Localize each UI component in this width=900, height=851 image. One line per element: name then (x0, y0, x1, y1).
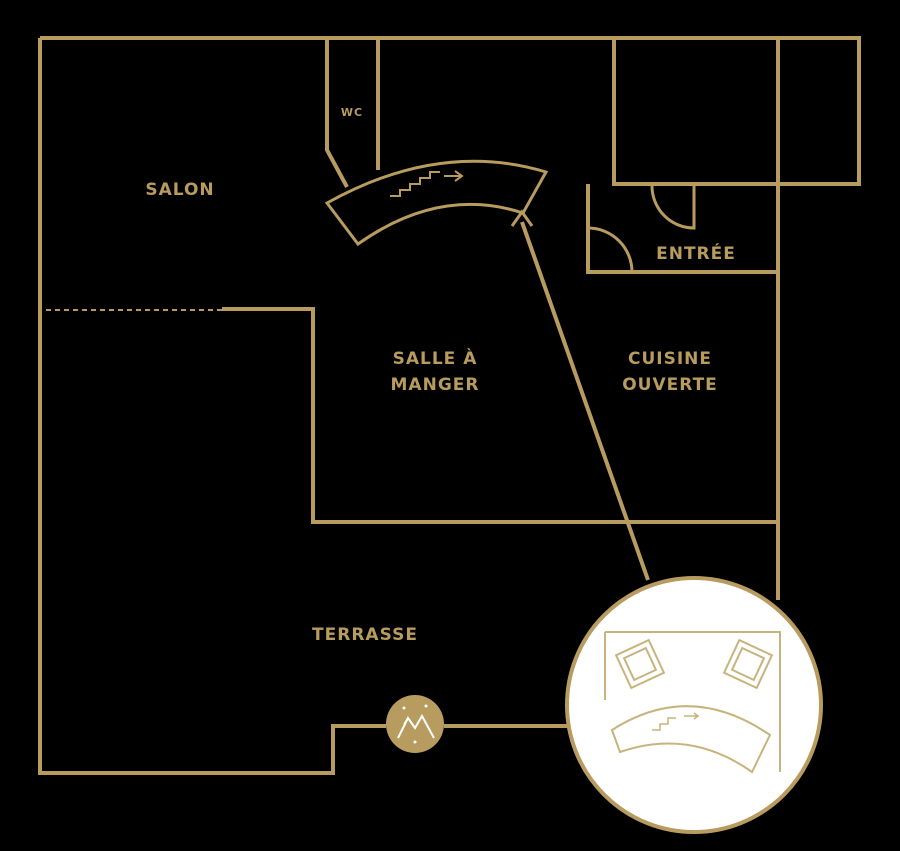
dining-wall (222, 307, 778, 524)
inset-pointer-line (520, 221, 650, 581)
room-label-cuisine: CUISINE OUVERTE (622, 349, 718, 395)
annex-room (778, 36, 861, 186)
room-label-salon: SALON (145, 180, 215, 200)
room-label-terrasse: TERRASSE (312, 625, 418, 645)
staircase (324, 159, 549, 247)
side-door-swing (587, 226, 634, 273)
mountain-logo-icon (386, 695, 444, 753)
room-label-entree: ENTRÉE (656, 244, 736, 264)
inset-detail (565, 576, 823, 834)
staircase-icon (390, 171, 440, 197)
kitchen-upper-wall (612, 40, 778, 186)
wc-wall (325, 40, 349, 188)
room-label-wc: WC (340, 106, 364, 119)
entree-room-wall (586, 184, 778, 274)
entry-door-swing (650, 185, 696, 230)
room-label-salle-a-manger: SALLE À MANGER (390, 349, 480, 395)
pointer-arrowhead (510, 209, 534, 227)
walls (38, 36, 861, 775)
arrow-right-icon (444, 170, 464, 182)
